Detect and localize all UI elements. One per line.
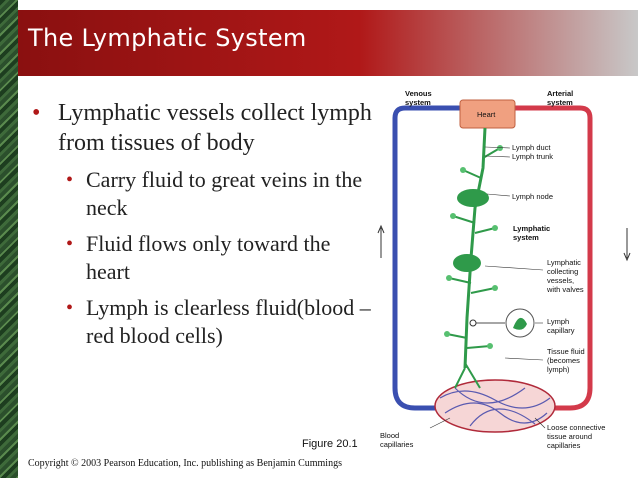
heart-shape xyxy=(459,99,516,129)
bullet-list: Lymphatic vessels collect lymph from tis… xyxy=(26,98,376,350)
lymph-trunk-vessel xyxy=(463,127,487,369)
label-lymph-trunk: Lymph trunk xyxy=(512,152,553,161)
bullet-main: Lymphatic vessels collect lymph from tis… xyxy=(26,98,376,158)
label-tissue-fluid-3: lymph) xyxy=(547,365,570,374)
capillary-bed xyxy=(434,379,556,433)
label-arterial-2: system xyxy=(547,98,573,107)
label-lymphatic-2: system xyxy=(513,233,539,242)
label-capillary-2: capillary xyxy=(547,326,575,335)
label-collecting-3: vessels, xyxy=(547,276,574,285)
flow-arrow-left xyxy=(377,224,385,258)
flow-arrow-right xyxy=(623,228,631,262)
bullet-sub-1: Carry fluid to great veins in the neck xyxy=(26,166,376,222)
label-tissue-fluid-2: (becomes xyxy=(547,356,580,365)
label-loose-tissue-3: capillaries xyxy=(547,441,581,450)
label-collecting-2: collecting xyxy=(547,267,578,276)
arterial-vessel xyxy=(515,105,593,411)
bullet-sub-3: Lymph is clearless fluid(blood –red bloo… xyxy=(26,294,376,350)
venous-vessel xyxy=(392,105,460,411)
label-blood-capillaries-1: Blood xyxy=(380,431,399,440)
label-arterial-1: Arterial xyxy=(547,89,573,98)
lymphatic-system-diagram: Venous system Arterial system Heart Lymp… xyxy=(377,89,631,450)
lymph-node-upper xyxy=(457,189,489,207)
label-blood-capillaries-2: capillaries xyxy=(380,440,414,449)
label-heart: Heart xyxy=(477,110,496,119)
label-lymph-node: Lymph node xyxy=(512,192,553,201)
title-bar xyxy=(18,10,638,76)
lymph-node-lower xyxy=(453,254,481,272)
label-capillary-1: Lymph xyxy=(547,317,569,326)
label-loose-tissue-2: tissue around xyxy=(547,432,592,441)
label-tissue-fluid-1: Tissue fluid xyxy=(547,347,585,356)
figure-label: Figure 20.1 xyxy=(302,438,358,450)
label-collecting-4: with valves xyxy=(546,285,584,294)
label-lymph-duct: Lymph duct xyxy=(512,143,551,152)
label-lymphatic-1: Lymphatic xyxy=(513,224,550,233)
label-loose-tissue-1: Loose connective xyxy=(547,423,605,432)
label-venous-2: system xyxy=(405,98,431,107)
label-collecting-1: Lymphatic xyxy=(547,258,581,267)
slide-title: The Lymphatic System xyxy=(28,24,307,52)
copyright-notice: Copyright © 2003 Pearson Education, Inc.… xyxy=(28,458,342,469)
bullet-sub-2: Fluid flows only toward the heart xyxy=(26,230,376,286)
label-venous-1: Venous xyxy=(405,89,432,98)
decorative-side-strip xyxy=(0,0,18,478)
